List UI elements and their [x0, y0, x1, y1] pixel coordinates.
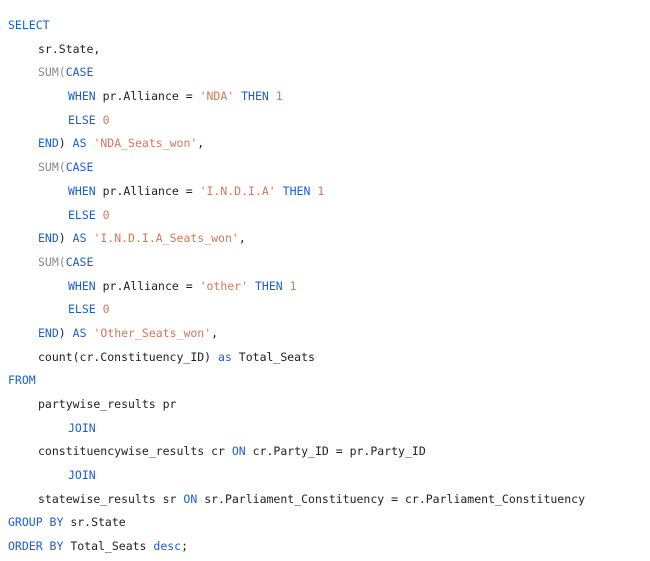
sql-number-literal: 1 — [289, 278, 297, 293]
sql-function: SUM( — [38, 65, 66, 80]
sql-keyword: THEN — [254, 278, 283, 293]
sql-string-literal: 'other' — [199, 278, 249, 293]
sql-number-literal: 0 — [102, 112, 110, 127]
sql-function: SUM( — [38, 254, 66, 269]
sql-string-literal: 'I.N.D.I.A_Seats_won' — [93, 231, 239, 246]
sql-keyword: GROUP BY — [8, 515, 64, 530]
sql-keyword: END — [38, 136, 59, 151]
sql-identifier — [276, 184, 283, 198]
sql-string-literal: 'I.N.D.I.A' — [199, 183, 276, 198]
code-line[interactable]: WHEN pr.Alliance = 'I.N.D.I.A' THEN 1 — [8, 180, 585, 204]
sql-keyword: THEN — [241, 89, 269, 104]
sql-keyword: CASE — [65, 65, 94, 80]
sql-string-literal: 'NDA_Seats_won' — [93, 136, 198, 151]
sql-identifier: constituencywise_results cr — [38, 444, 232, 459]
sql-keyword: ON — [231, 444, 246, 459]
sql-keyword: END — [38, 325, 59, 340]
code-line[interactable]: count(cr.Constituency_ID) as Total_Seats — [8, 346, 585, 370]
sql-keyword: SELECT — [8, 18, 50, 32]
sql-identifier: count(cr.Constituency_ID) — [38, 349, 219, 364]
sql-keyword: WHEN — [68, 278, 96, 293]
code-line[interactable]: constituencywise_results cr ON cr.Party_… — [8, 440, 585, 464]
sql-keyword: AS — [72, 231, 87, 246]
sql-keyword: END — [38, 231, 59, 246]
sql-identifier: cr.Party_ID = pr.Party_ID — [245, 444, 426, 459]
sql-keyword: AS — [72, 136, 87, 151]
code-line[interactable]: FROM — [8, 369, 585, 393]
code-line[interactable]: END) AS 'NDA_Seats_won', — [8, 132, 585, 156]
sql-identifier: Total_Seats — [63, 539, 154, 554]
code-line[interactable]: SELECT — [8, 14, 585, 38]
sql-identifier: pr.Alliance = — [95, 89, 200, 104]
sql-identifier: ; — [181, 539, 189, 554]
sql-keyword: AS — [72, 325, 87, 340]
sql-identifier: ) — [58, 231, 73, 246]
sql-identifier: sr.State — [63, 515, 126, 530]
sql-keyword: CASE — [65, 254, 94, 269]
code-line[interactable]: sr.State, — [8, 38, 585, 62]
code-line[interactable]: partywise_results pr — [8, 393, 585, 417]
code-line[interactable]: ORDER BY Total_Seats desc; — [8, 535, 585, 559]
sql-identifier — [96, 302, 103, 316]
sql-identifier — [248, 279, 255, 293]
code-line[interactable]: WHEN pr.Alliance = 'other' THEN 1 — [8, 275, 585, 299]
code-line[interactable]: JOIN — [8, 464, 585, 488]
code-line[interactable]: statewise_results sr ON sr.Parliament_Co… — [8, 488, 585, 512]
sql-identifier: Total_Seats — [231, 349, 315, 364]
sql-identifier — [96, 208, 103, 222]
sql-keyword: ON — [183, 491, 198, 506]
sql-keyword: FROM — [8, 373, 36, 388]
sql-number-literal: 1 — [317, 183, 325, 198]
sql-string-literal: 'NDA' — [199, 89, 235, 104]
sql-identifier: ) — [58, 325, 73, 340]
sql-keyword: WHEN — [68, 89, 96, 104]
code-line[interactable]: END) AS 'Other_Seats_won', — [8, 322, 585, 346]
sql-identifier: , — [211, 325, 219, 340]
code-line[interactable]: ELSE 0 — [8, 109, 585, 133]
sql-number-literal: 0 — [102, 207, 110, 222]
sql-keyword: ORDER BY — [8, 539, 64, 554]
sql-number-literal: 1 — [275, 89, 283, 104]
code-line[interactable]: SUM(CASE — [8, 251, 585, 275]
sql-keyword: ELSE — [68, 112, 96, 127]
sql-identifier: statewise_results sr — [38, 491, 184, 506]
sql-identifier — [283, 279, 290, 293]
sql-identifier: partywise_results pr — [38, 397, 177, 411]
code-line[interactable]: WHEN pr.Alliance = 'NDA' THEN 1 — [8, 85, 585, 109]
code-line[interactable]: SUM(CASE — [8, 156, 585, 180]
sql-number-literal: 0 — [102, 302, 110, 317]
sql-keyword: JOIN — [68, 420, 96, 435]
sql-identifier — [269, 89, 276, 103]
sql-keyword: CASE — [65, 160, 94, 175]
code-line[interactable]: GROUP BY sr.State — [8, 511, 585, 535]
sql-identifier: , — [197, 136, 205, 151]
code-line[interactable]: SUM(CASE — [8, 61, 585, 85]
sql-keyword: ELSE — [68, 207, 96, 222]
sql-string-literal: 'Other_Seats_won' — [93, 325, 212, 340]
sql-keyword: THEN — [282, 183, 311, 198]
sql-identifier: pr.Alliance = — [95, 183, 200, 198]
code-line[interactable]: ELSE 0 — [8, 204, 585, 228]
sql-identifier: , — [238, 231, 246, 246]
sql-keyword: WHEN — [68, 183, 96, 198]
sql-identifier: ) — [58, 136, 73, 151]
code-line[interactable]: END) AS 'I.N.D.I.A_Seats_won', — [8, 227, 585, 251]
sql-keyword: JOIN — [68, 468, 96, 483]
sql-identifier: sr.Parliament_Constituency = cr.Parliame… — [197, 491, 585, 506]
sql-identifier: sr.State, — [38, 41, 101, 56]
code-line[interactable]: ELSE 0 — [8, 298, 585, 322]
sql-keyword: desc — [153, 539, 182, 554]
code-line[interactable]: JOIN — [8, 417, 585, 441]
sql-identifier — [96, 113, 103, 127]
sql-identifier: pr.Alliance = — [95, 278, 200, 293]
sql-function: SUM( — [38, 160, 66, 175]
sql-keyword: ELSE — [68, 302, 96, 317]
sql-keyword: as — [218, 349, 232, 364]
